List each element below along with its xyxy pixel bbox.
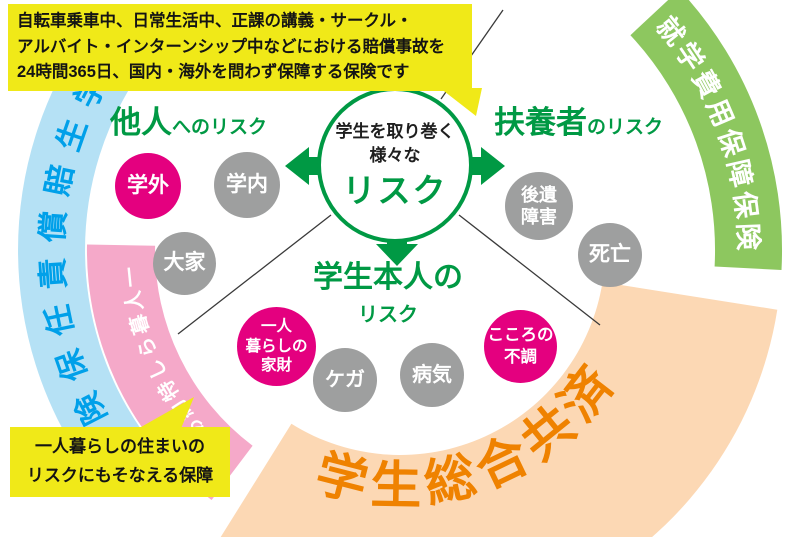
bubble-shibou: 死亡 <box>578 223 642 287</box>
section-others-small: へのリスク <box>172 117 268 138</box>
callout-top: 自転車乗車中、日常生活中、正課の講義・サークル・ アルバイト・インターンシップ中… <box>8 4 472 91</box>
section-supporter-big: 扶養者 <box>494 105 587 140</box>
callout-top-line2: アルバイト・インターンシップ中などにおける賠償事故を <box>17 37 446 56</box>
callout-bottom: 一人暮らしの住まいの リスクにもそなえる保障 <box>10 427 230 497</box>
kyosai-arc <box>220 282 778 537</box>
section-others-heading: 他人 へのリスク <box>110 97 267 142</box>
center-risk-label: リスク <box>342 171 448 209</box>
bubble-byouki: 病気 <box>400 343 464 407</box>
section-self-big: 学生本人の <box>313 261 463 294</box>
section-others-big: 他人 <box>110 105 172 140</box>
callout-bottom-line2: リスクにもそなえる保障 <box>26 465 214 485</box>
bubble-hitorigurashi-kazai: 一人 暮らしの 家財 <box>237 307 316 386</box>
divider-line-left <box>177 214 332 335</box>
callout-top-tail <box>440 88 482 116</box>
callout-bottom-line1: 一人暮らしの住まいの <box>35 437 205 456</box>
bubble-kega: ケガ <box>313 348 377 412</box>
callout-bottom-tail <box>134 397 194 431</box>
arrow-right-icon <box>457 147 505 185</box>
arrow-down-icon <box>376 224 418 266</box>
bubble-gakunai: 学内 <box>214 152 280 218</box>
section-self-small: リスク <box>358 303 418 326</box>
bubble-gakugai: 学外 <box>115 153 181 219</box>
arrow-left-icon <box>285 147 333 185</box>
callout-top-line3: 24時間365日、国内・海外を問わず保障する保険です <box>17 63 410 82</box>
tuition-arc <box>630 0 783 270</box>
callout-top-line1: 自転車乗車中、日常生活中、正課の講義・サークル・ <box>17 12 413 30</box>
center-line1: 学生を取り巻く <box>335 121 455 141</box>
bubble-koui-shougai: 後遺 障害 <box>505 172 573 240</box>
bubble-ooya: 大家 <box>153 232 216 295</box>
section-supporter-heading: 扶養者 のリスク <box>494 97 663 142</box>
liability-arc <box>18 30 143 470</box>
section-self-heading: 学生本人の リスク <box>296 261 480 327</box>
section-supporter-small: のリスク <box>587 117 664 138</box>
divider-line-right <box>458 214 601 326</box>
bubble-kokoro: こころの 不調 <box>484 310 557 383</box>
center-line2: 様々な <box>369 146 421 166</box>
